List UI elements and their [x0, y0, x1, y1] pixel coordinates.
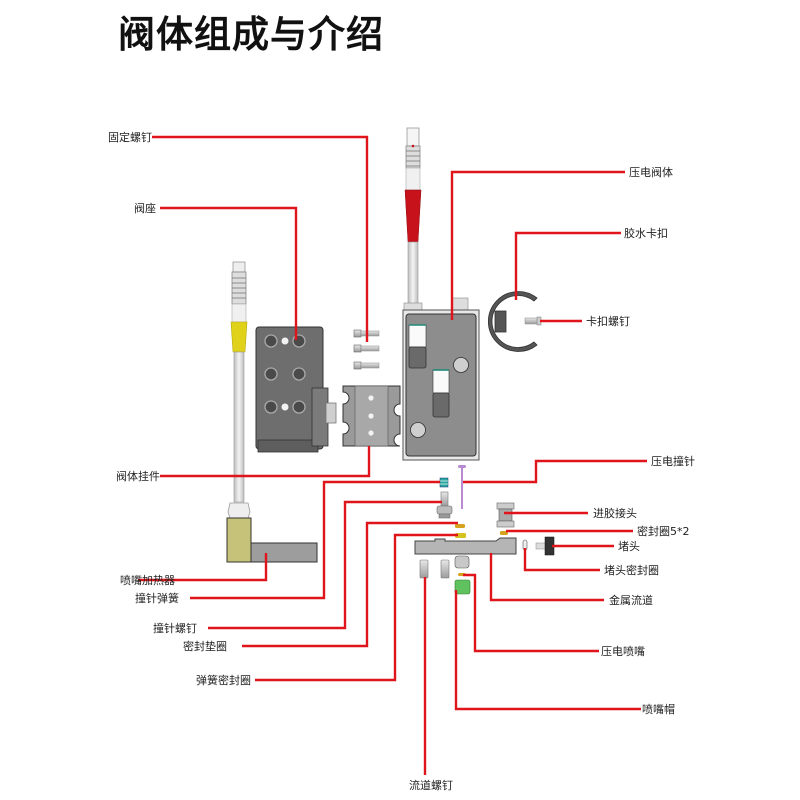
- label-needle-screw: 撞针螺钉: [153, 622, 197, 635]
- leader-needle-spring: [190, 480, 440, 600]
- label-plug-seal: 堵头密封圈: [604, 564, 659, 577]
- fixing-screws: [353, 329, 380, 370]
- label-spring-seal: 弹簧密封圈: [196, 674, 251, 687]
- label-valve-mount: 阀体挂件: [116, 470, 160, 483]
- leader-piezo-valve-body: [450, 170, 625, 320]
- leader-valve-seat: [160, 206, 298, 340]
- label-piezo-needle: 压电撞针: [651, 455, 695, 468]
- leader-glue-clip: [514, 231, 621, 300]
- leader-needle-screw: [208, 500, 442, 630]
- leader-valve-mount: [160, 446, 371, 478]
- leader-metal-channel: [489, 553, 604, 602]
- yellow-band: [230, 321, 248, 353]
- leader-piezo-nozzle: [463, 573, 599, 653]
- label-clip-screw: 卡扣螺钉: [586, 315, 630, 328]
- piezo-valve-body-part: [402, 127, 480, 461]
- seal-gasket-part: [455, 524, 465, 528]
- label-piezo-valve-body: 压电阀体: [629, 166, 673, 179]
- glue-inlet-part: [496, 502, 515, 528]
- clip-screw-part: [524, 316, 542, 326]
- label-piezo-nozzle: 压电喷嘴: [601, 645, 645, 658]
- label-glue-inlet: 进胶接头: [593, 507, 637, 520]
- channel-screws: [419, 559, 450, 579]
- label-channel-screw: 流道螺钉: [409, 779, 453, 792]
- leader-fixing-screw: [152, 135, 369, 342]
- metal-channel-part: [414, 537, 517, 555]
- leader-nozzle-cap: [454, 590, 641, 711]
- label-plug: 堵头: [618, 540, 640, 553]
- nozzle-cap-part: [454, 579, 471, 595]
- leader-plug-seal: [523, 548, 600, 572]
- label-seal-gasket: 密封垫圈: [183, 640, 227, 653]
- plug-part: [535, 536, 555, 556]
- leader-piezo-needle: [463, 459, 647, 484]
- label-metal-channel: 金属流道: [609, 594, 653, 607]
- label-seal-ring: 密封圈5*2: [637, 525, 690, 538]
- label-nozzle-cap: 喷嘴帽: [642, 703, 675, 716]
- glue-clip-part: [487, 291, 538, 352]
- label-fixing-screw: 固定螺钉: [108, 131, 152, 144]
- label-glue-clip: 胶水卡扣: [624, 227, 668, 240]
- label-nozzle-heater: 喷嘴加热器: [120, 574, 175, 587]
- label-valve-seat: 阀座: [134, 202, 156, 215]
- leader-lines: [138, 135, 647, 775]
- valve-seat-part: [255, 326, 337, 453]
- leader-seal-gasket: [242, 521, 458, 648]
- needle-screw-part: [436, 491, 453, 519]
- heater-cable: [227, 261, 251, 519]
- label-needle-spring: 撞针弹簧: [135, 592, 179, 605]
- piezo-nozzle-part: [454, 555, 470, 576]
- piezo-needle-part: [458, 465, 466, 509]
- leader-nozzle-heater: [138, 553, 268, 582]
- leader-spring-seal: [255, 533, 458, 682]
- nozzle-heater-part: [226, 517, 318, 563]
- page-title: 阀体组成与介绍: [118, 13, 384, 56]
- valve-mount-part: [342, 385, 401, 447]
- needle-spring-part: [439, 477, 449, 488]
